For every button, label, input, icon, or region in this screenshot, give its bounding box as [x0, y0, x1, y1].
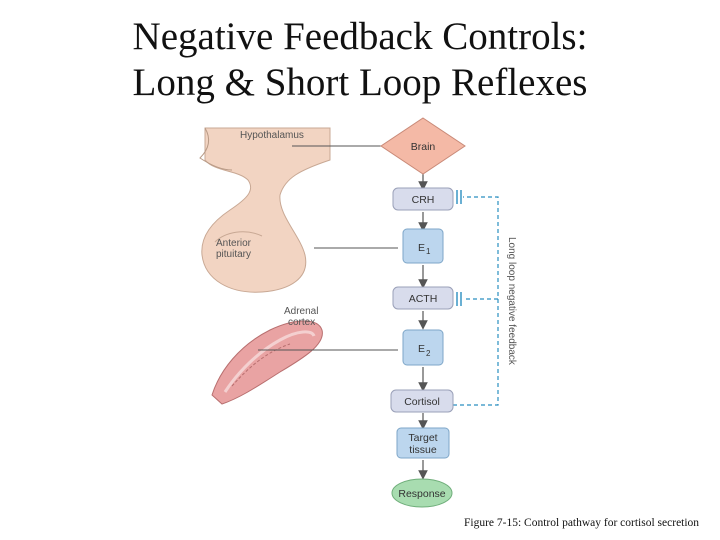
title-line-2: Long & Short Loop Reflexes: [132, 61, 588, 104]
target-label-2: tissue: [409, 444, 437, 456]
crh-node: [392, 187, 454, 211]
cortisol-label: Cortisol: [404, 396, 440, 408]
adrenal-cortex-label-1: Adrenal: [284, 306, 318, 317]
target-tissue-node: [396, 427, 450, 459]
adrenal-gland-illustration: [211, 320, 323, 405]
adrenal-cortex-label-2: cortex: [288, 317, 315, 328]
e2-subscript: 2: [426, 349, 431, 358]
feedback-inhibition-bars: [456, 190, 462, 306]
title-line-1: Negative Feedback Controls:: [132, 15, 588, 58]
long-loop-feedback-path: [453, 196, 499, 406]
brain-node: [380, 117, 466, 175]
hypothalamus-label: Hypothalamus: [240, 130, 304, 141]
response-node: [391, 478, 453, 508]
e2-label: E: [418, 343, 425, 355]
e1-subscript: 1: [426, 247, 431, 256]
slide-title: Negative Feedback Controls: Long & Short…: [0, 14, 720, 106]
anterior-pituitary-label-2: pituitary: [216, 249, 251, 260]
brain-label: Brain: [411, 141, 436, 153]
response-label: Response: [398, 488, 445, 500]
long-loop-feedback-label: Long loop negative feedback: [506, 237, 517, 366]
figure-caption: Figure 7-15: Control pathway for cortiso…: [464, 517, 700, 529]
crh-label: CRH: [412, 194, 435, 206]
acth-label: ACTH: [409, 293, 438, 305]
e2-node: [402, 329, 444, 366]
anterior-pituitary-label-1: Anterior: [216, 238, 252, 249]
e1-label: E: [418, 242, 425, 254]
cortisol-node: [390, 389, 454, 413]
e1-node: [402, 228, 444, 264]
acth-node: [392, 286, 454, 310]
target-label-1: Target: [408, 432, 437, 444]
hypothalamus-pituitary-illustration: [199, 127, 331, 293]
